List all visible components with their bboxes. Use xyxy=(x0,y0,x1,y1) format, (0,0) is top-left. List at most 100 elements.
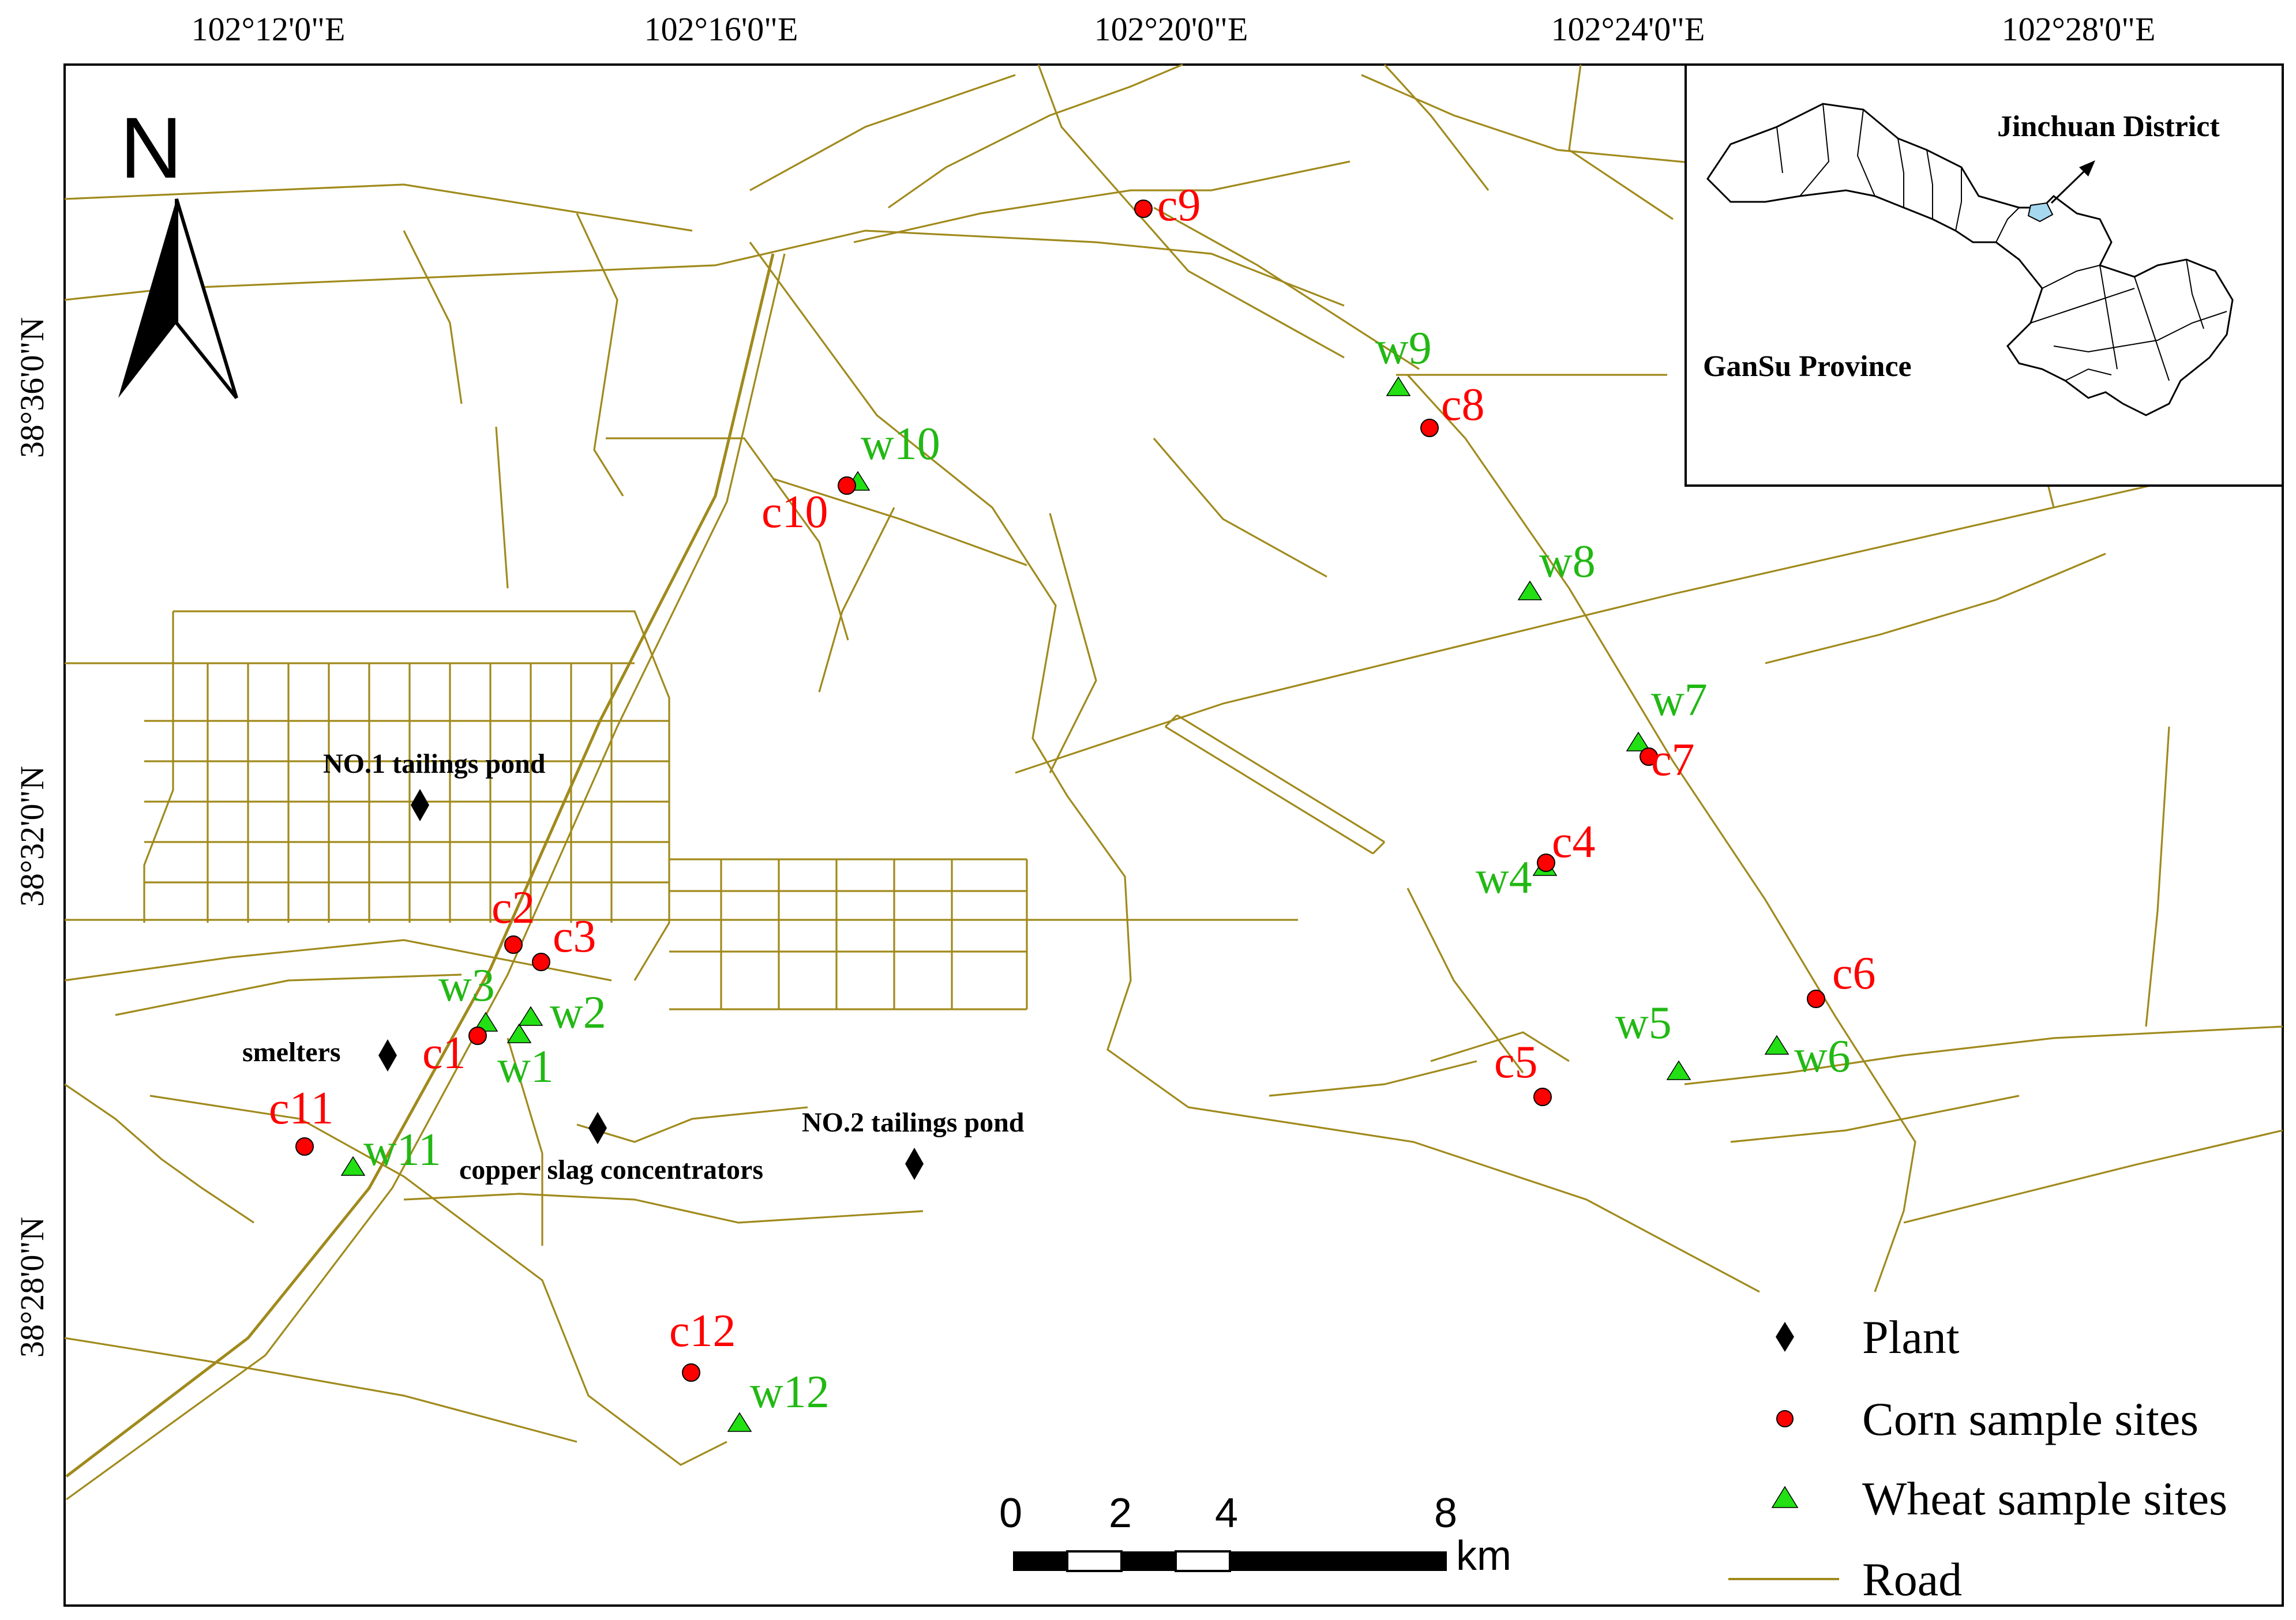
district-pointer-line xyxy=(2050,166,2089,204)
corn-dot-icon xyxy=(295,1137,314,1156)
plant-diamond-icon xyxy=(588,1112,607,1144)
wheat-site-w6: w6 xyxy=(1764,1031,1851,1082)
scale-bar: 0 2 4 8 km xyxy=(999,1490,1511,1579)
wheat-site-label: w4 xyxy=(1476,852,1532,903)
plant-label: NO.1 tailings pond xyxy=(323,749,546,779)
plant-diamond-icon xyxy=(411,789,429,821)
wheat-site-label: w12 xyxy=(750,1367,830,1418)
north-arrow-outline-icon xyxy=(175,198,238,399)
corn-dot-icon xyxy=(532,953,550,971)
plant-label: NO.2 tailings pond xyxy=(802,1107,1025,1138)
legend-label: Corn sample sites xyxy=(1862,1393,2199,1445)
corn-site-label: c2 xyxy=(492,882,535,933)
legend-item-plant: Plant xyxy=(1776,1311,1960,1363)
wheat-site-w8: w8 xyxy=(1517,536,1596,600)
plant-diamond-icon xyxy=(1776,1322,1794,1352)
longitude-label: 102°12'0"E xyxy=(192,10,346,48)
corn-site-c5: c5 xyxy=(1494,1037,1552,1106)
jinchuan-district-highlight xyxy=(2027,202,2054,223)
corn-dot-icon xyxy=(504,935,523,954)
plant-copper-slag-concentrators: copper slag concentrators xyxy=(459,1112,763,1185)
wheat-triangle-icon xyxy=(1666,1060,1691,1080)
corn-site-c9: c9 xyxy=(1134,180,1201,231)
corn-site-label: c9 xyxy=(1157,180,1201,231)
corn-site-label: c4 xyxy=(1552,817,1596,867)
wheat-triangle-icon xyxy=(727,1412,752,1432)
plant-smelters: smelters xyxy=(242,1037,397,1072)
longitude-labels: 102°12'0"E 102°16'0"E 102°20'0"E 102°24'… xyxy=(192,10,2156,48)
plant-label: copper slag concentrators xyxy=(459,1155,763,1185)
corn-site-c2: c2 xyxy=(492,882,535,954)
corn-site-c10: c10 xyxy=(761,476,856,538)
wheat-site-w1: w1 xyxy=(497,1023,554,1092)
district-pointer-arrowhead-icon xyxy=(2079,160,2095,176)
wheat-site-label: w2 xyxy=(550,987,606,1038)
wheat-site-label: w7 xyxy=(1651,675,1708,726)
wheat-site-w4: w4 xyxy=(1476,852,1558,903)
scale-tick-label: 8 xyxy=(1434,1490,1457,1536)
wheat-site-label: w3 xyxy=(438,960,495,1011)
wheat-site-w11: w11 xyxy=(340,1125,441,1176)
legend-label: Road xyxy=(1862,1553,1962,1606)
wheat-site-label: w1 xyxy=(497,1042,554,1092)
legend-item-wheat: Wheat sample sites xyxy=(1771,1472,2227,1525)
latitude-labels: 38°36'0"N 38°32'0"N 38°28'0"N xyxy=(13,317,51,1358)
corn-site-c1: c1 xyxy=(422,1027,487,1078)
corn-dot-icon xyxy=(838,476,856,495)
corn-dot-icon xyxy=(468,1027,487,1045)
inset-map: Jinchuan District GanSu Province xyxy=(1685,63,2284,487)
longitude-label: 102°16'0"E xyxy=(644,10,798,48)
north-arrow-icon xyxy=(118,199,177,398)
wheat-triangle-icon xyxy=(1626,731,1651,751)
corn-site-label: c1 xyxy=(422,1028,466,1078)
wheat-triangle-icon xyxy=(1771,1486,1799,1508)
corn-site-label: c8 xyxy=(1441,379,1485,430)
corn-site-c7: c7 xyxy=(1640,735,1695,785)
latitude-label: 38°28'0"N xyxy=(13,1217,51,1358)
district-label: Jinchuan District xyxy=(1997,110,2220,143)
corn-site-label: c11 xyxy=(269,1083,334,1134)
corn-dot-icon xyxy=(1537,854,1555,872)
latitude-label: 38°32'0"N xyxy=(13,766,51,907)
legend-label: Wheat sample sites xyxy=(1862,1472,2227,1525)
wheat-triangle-icon xyxy=(518,1006,543,1026)
legend-item-road: Road xyxy=(1728,1553,1962,1606)
plants-layer: NO.1 tailings pond smelters copper slag … xyxy=(242,749,1025,1185)
corn-site-c3: c3 xyxy=(532,911,596,971)
corn-site-c12: c12 xyxy=(669,1306,736,1382)
corn-site-label: c7 xyxy=(1651,735,1695,785)
north-arrow: N xyxy=(118,99,238,399)
wheat-site-label: w9 xyxy=(1375,323,1432,374)
wheat-triangle-icon xyxy=(1764,1035,1789,1055)
wheat-site-w9: w9 xyxy=(1375,323,1432,396)
corn-dot-icon xyxy=(1776,1410,1794,1427)
corn-site-c11: c11 xyxy=(269,1083,334,1156)
corn-site-label: c5 xyxy=(1494,1037,1538,1088)
wheat-triangle-icon xyxy=(1517,580,1543,600)
wheat-site-w3: w3 xyxy=(438,960,498,1032)
province-label: GanSu Province xyxy=(1703,350,1912,383)
corn-site-label: c10 xyxy=(761,487,828,538)
wheat-triangle-icon xyxy=(340,1156,366,1176)
town-grid xyxy=(65,663,1298,1010)
wheat-site-w2: w2 xyxy=(518,987,606,1038)
north-letter: N xyxy=(120,99,182,196)
wheat-triangle-icon xyxy=(473,1012,498,1032)
corn-site-c8: c8 xyxy=(1420,379,1485,437)
road-network xyxy=(64,63,2283,1501)
wheat-sites-layer: w1 w2 w3 w4 w5 w6 w7 w8 xyxy=(340,323,1851,1432)
wheat-site-label: w10 xyxy=(861,419,940,469)
scale-unit-label: km xyxy=(1456,1533,1511,1579)
corn-site-label: c12 xyxy=(669,1306,736,1356)
wheat-site-w5: w5 xyxy=(1615,998,1691,1080)
legend: Plant Corn sample sites Wheat sample sit… xyxy=(1728,1311,2227,1606)
corn-dot-icon xyxy=(682,1363,700,1382)
gansu-province-outline xyxy=(1706,103,2234,416)
plant-no2-tailings-pond: NO.2 tailings pond xyxy=(802,1107,1025,1180)
scale-tick-label: 2 xyxy=(1109,1490,1132,1536)
corn-dot-icon xyxy=(1134,200,1153,218)
corn-dot-icon xyxy=(1640,747,1658,766)
legend-label: Plant xyxy=(1862,1311,1960,1363)
wheat-triangle-icon xyxy=(1386,376,1411,396)
